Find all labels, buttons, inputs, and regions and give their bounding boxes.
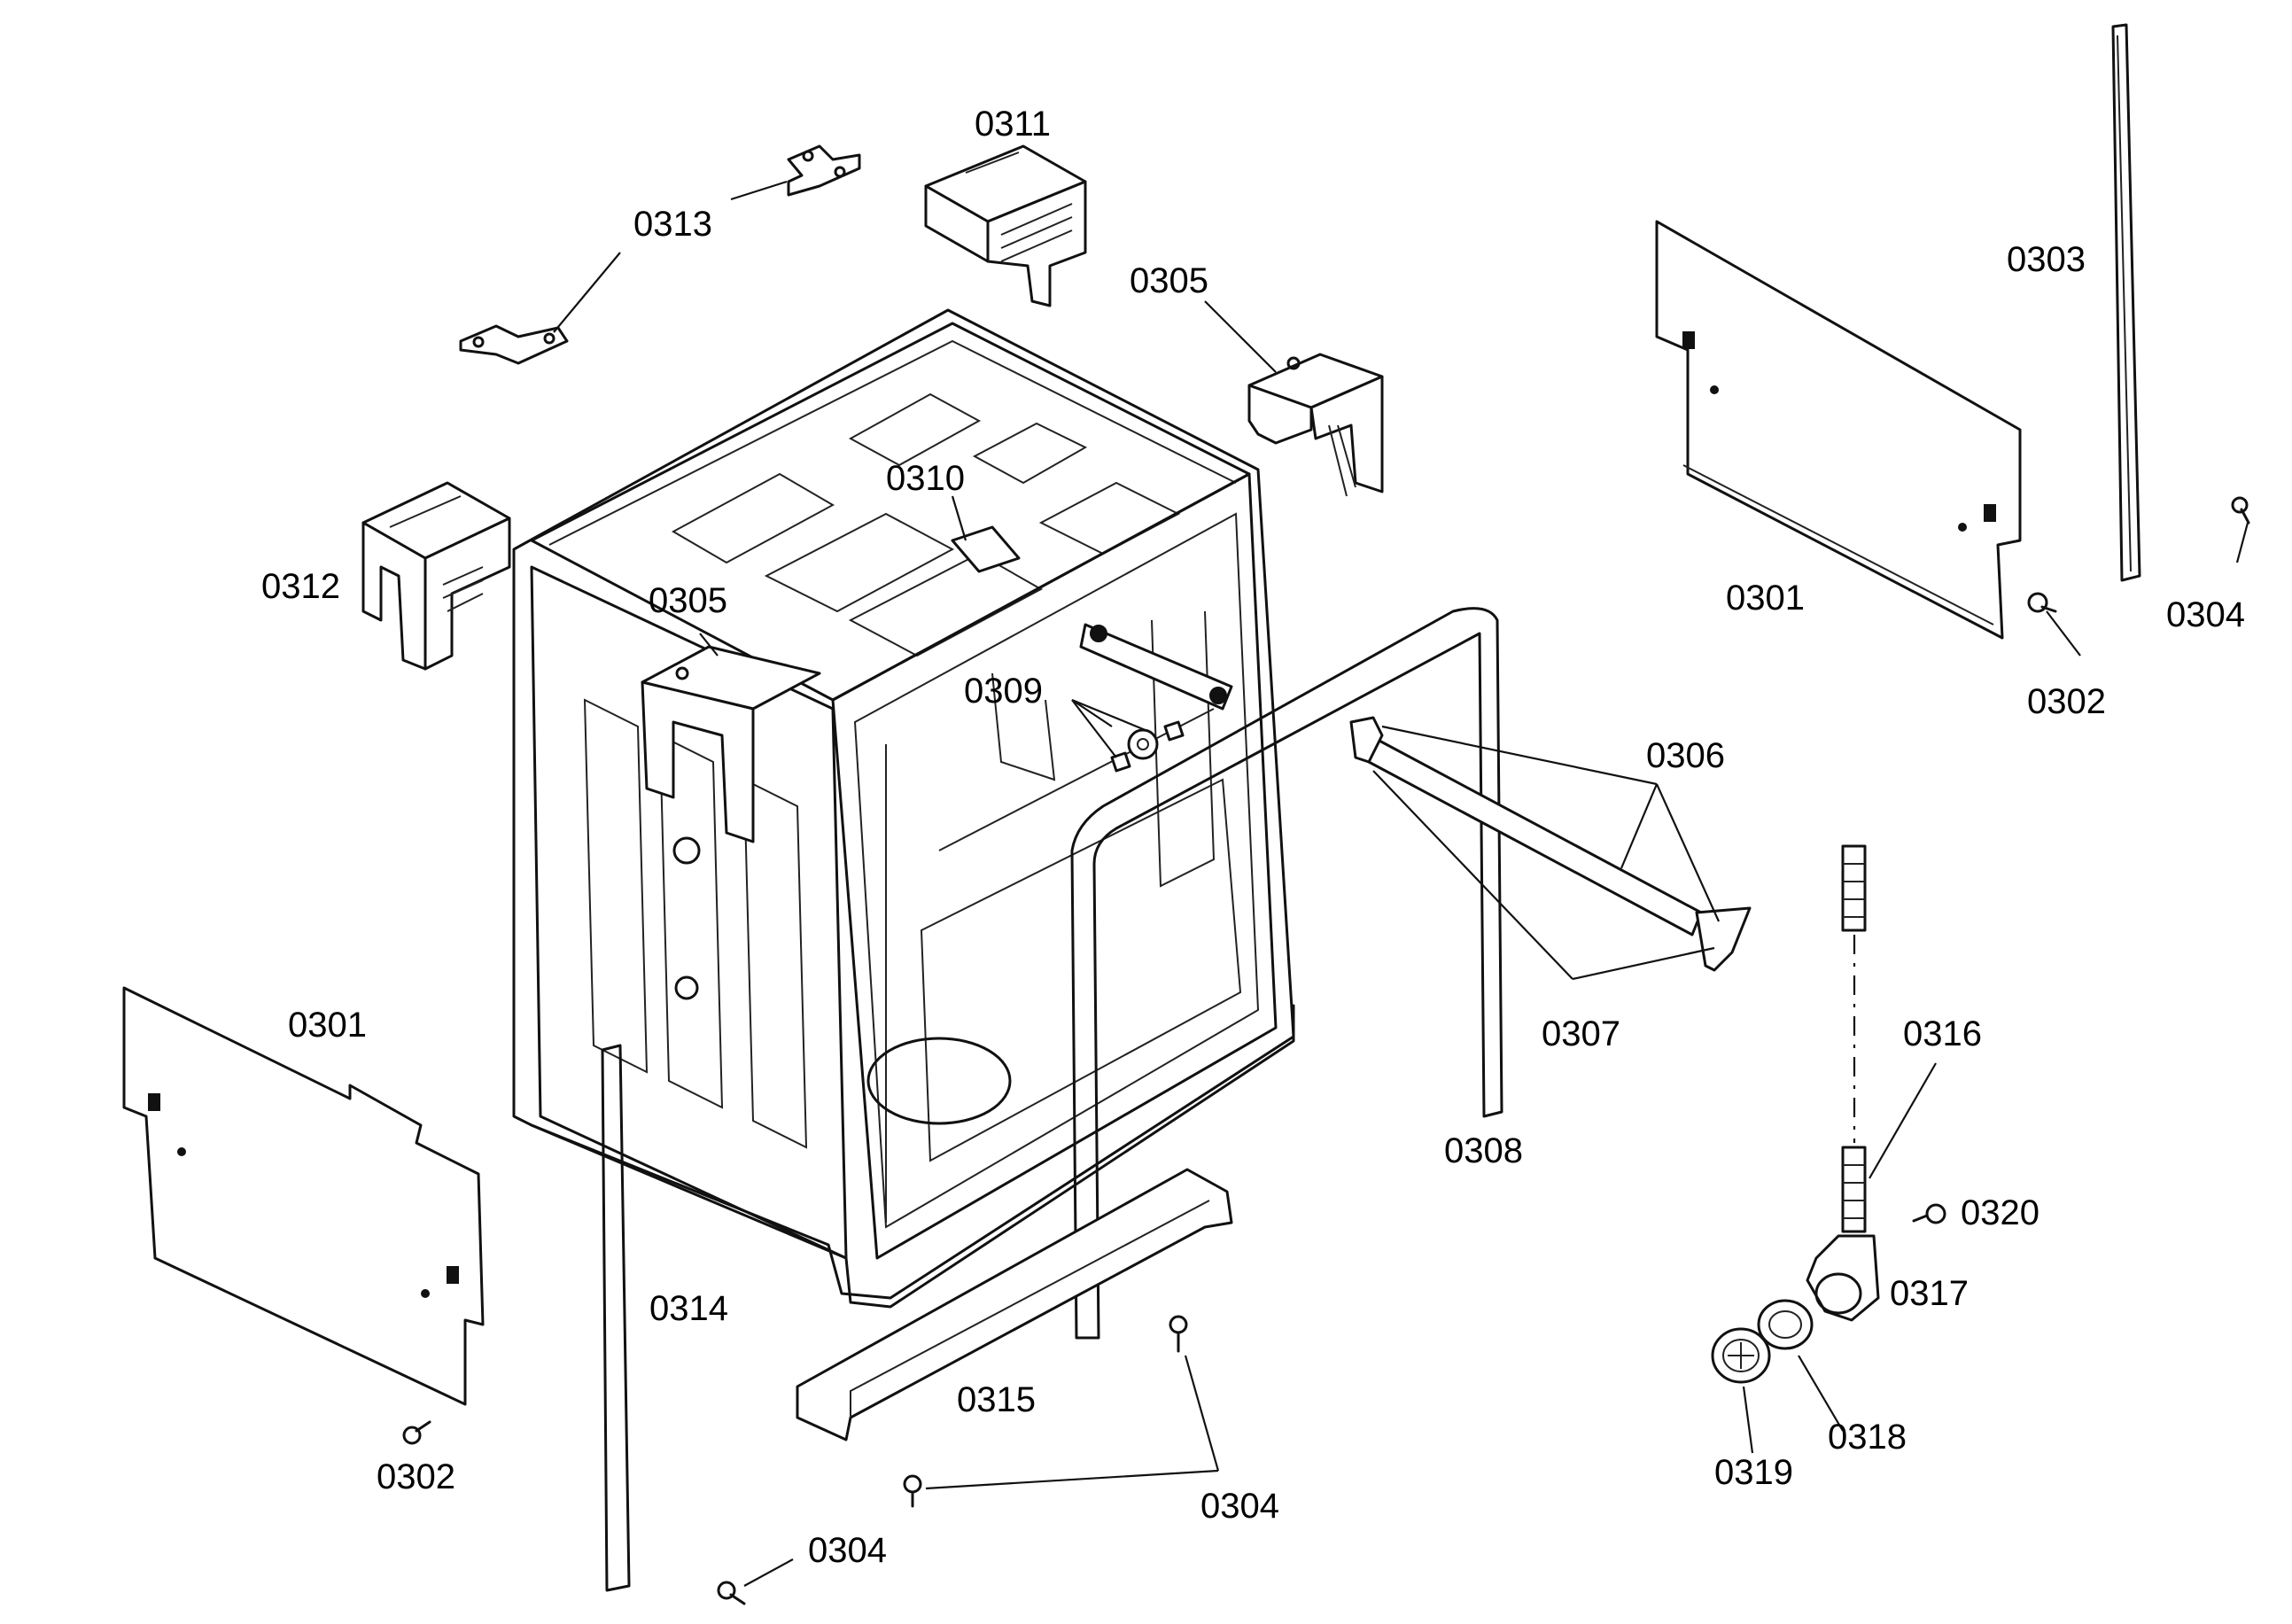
screw-0304-right: [2231, 496, 2250, 524]
callout-0317: 0317: [1890, 1274, 1969, 1313]
callout-0311: 0311: [975, 105, 1051, 144]
callout-0312: 0312: [261, 567, 340, 606]
bracket-0305-top: [1247, 353, 1384, 497]
callout-0305-top: 0305: [1130, 261, 1208, 300]
side-panel-0301-left: [122, 986, 485, 1406]
callout-0314: 0314: [649, 1289, 728, 1328]
side-panel-0301-right: [1655, 220, 2022, 640]
bracket-0312: [361, 481, 511, 671]
tub-assembly: [512, 308, 1295, 1309]
callout-0320: 0320: [1961, 1193, 2039, 1232]
side-seal-0314: [601, 1044, 631, 1592]
callout-0307: 0307: [1542, 1014, 1620, 1053]
callout-0305-mid: 0305: [649, 581, 727, 620]
rail-0306: [1349, 716, 1752, 972]
bracket-0311: [924, 144, 1087, 307]
callout-0310: 0310: [886, 459, 965, 498]
callout-0304-mid: 0304: [1200, 1487, 1279, 1526]
screw-0304-mid-upper: [1169, 1315, 1188, 1353]
callout-0308: 0308: [1444, 1131, 1523, 1170]
callout-0309: 0309: [964, 672, 1043, 711]
cap-0319: [1711, 1327, 1771, 1384]
callout-labels: 0311 0313 0305 0310 0312 0305 0309 0303 …: [261, 105, 2245, 1570]
bracket-0305-mid: [641, 645, 821, 843]
callout-0304-right: 0304: [2166, 595, 2245, 634]
callout-0318: 0318: [1828, 1418, 1907, 1457]
callout-0313: 0313: [633, 205, 712, 244]
ring-0318: [1757, 1299, 1814, 1350]
hose-0316: [1841, 844, 1867, 1233]
screw-0320: [1912, 1203, 1946, 1224]
callout-0316: 0316: [1903, 1014, 1982, 1053]
screw-0304-bottom: [717, 1581, 746, 1605]
callout-0302-right: 0302: [2027, 682, 2106, 721]
bracket-0313-upper: [787, 144, 861, 197]
door-seal-0308: [1070, 607, 1503, 1340]
screw-0302-right: [2027, 592, 2057, 613]
strip-0303: [2111, 23, 2141, 582]
callout-0304-bottom: 0304: [808, 1531, 887, 1570]
callout-0315: 0315: [957, 1380, 1036, 1419]
callout-0301-right: 0301: [1726, 579, 1805, 618]
callout-0319: 0319: [1714, 1453, 1793, 1492]
screw-0302-left: [402, 1420, 431, 1445]
screw-0304-mid-lower: [903, 1474, 922, 1508]
leader-lines: [553, 180, 2249, 1587]
plinth-0315: [796, 1168, 1233, 1441]
callout-0301-left: 0301: [288, 1006, 367, 1045]
fitting-0317: [1806, 1234, 1880, 1322]
callout-0302-left: 0302: [377, 1457, 455, 1496]
bracket-0313-lower: [459, 324, 569, 365]
parts-0309: [1110, 720, 1185, 773]
callout-0306: 0306: [1646, 736, 1725, 775]
callout-0303: 0303: [2007, 240, 2086, 279]
